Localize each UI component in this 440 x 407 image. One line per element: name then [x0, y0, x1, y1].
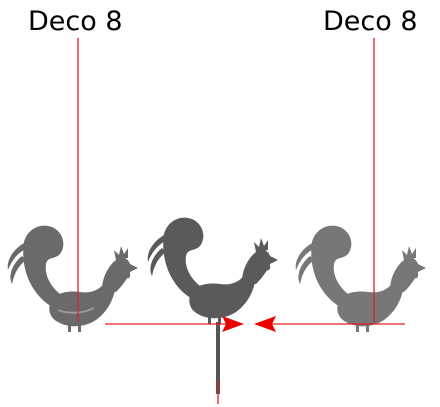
arrow-left-head	[222, 316, 244, 332]
rooster-right-icon	[295, 225, 426, 332]
weathervane-post	[216, 322, 220, 394]
label-left: Deco 8	[28, 6, 123, 37]
rooster-center-icon	[147, 217, 278, 324]
label-right: Deco 8	[323, 6, 418, 37]
arrow-right-head	[254, 316, 276, 332]
rooster-left-icon	[7, 225, 138, 332]
